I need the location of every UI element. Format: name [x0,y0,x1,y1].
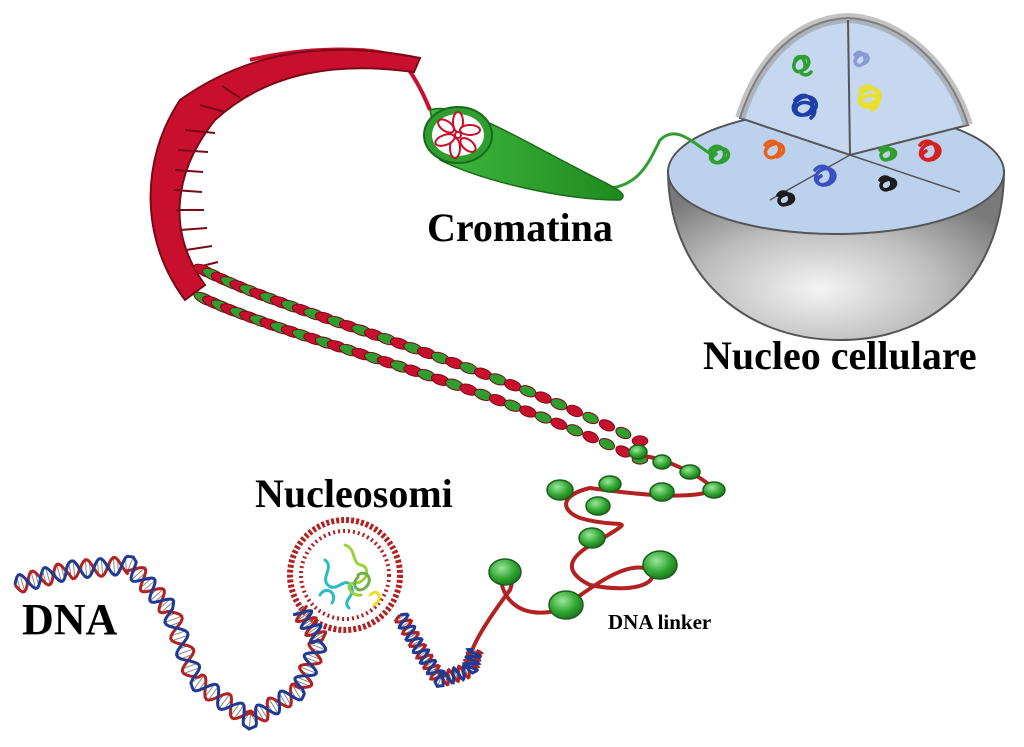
base-pair [296,610,312,622]
base-pair [84,559,88,578]
base-pair [208,686,219,701]
solenoid-disc [582,430,599,444]
solenoid-disc [615,426,632,440]
nucleus-cap-rim [735,12,973,127]
cell-nucleus [666,12,1006,342]
base-pair [141,579,156,593]
base-pair [182,662,198,670]
solenoid-fiber [193,263,649,465]
base-pair [255,706,265,722]
label-nucleosomi: Nucleosomi [255,471,453,516]
label-dna-linker: DNA linker [608,610,712,634]
base-pair [170,630,186,637]
label-cromatina: Cromatina [427,205,613,250]
base-pair [233,704,245,720]
base-pair [149,588,164,602]
base-pair [45,567,51,585]
nucleosome-detail [287,517,403,633]
base-pair [160,600,175,614]
base-pair [171,634,189,642]
label-dna: DNA [22,595,118,644]
base-pair [100,558,104,576]
base-pair [30,571,37,589]
base-pair [473,649,477,651]
dna-strand-b [397,612,483,689]
green-chromatin-fiber [423,106,713,201]
solenoid-disc [631,435,649,447]
base-pair [308,642,326,651]
base-pair [19,574,26,592]
nucleosome-beads [488,444,726,620]
nucleosome-string [468,444,726,661]
solenoid-disc [566,404,584,418]
base-pair [399,620,412,629]
solenoid-disc [582,411,599,425]
solenoid-disc [534,411,552,424]
solenoid-disc [598,437,616,451]
label-nucleo-cellulare: Nucleo cellulare [703,333,977,378]
base-pair [268,698,279,714]
base-pair [299,666,317,674]
red-fiber-coil [149,48,422,302]
base-pair [204,684,215,698]
base-pair [164,615,182,623]
base-pair [230,702,241,717]
base-pair [305,624,322,636]
base-pair [183,667,200,674]
flower-loops [434,111,481,159]
base-pair [72,560,76,579]
histone-core [318,543,381,610]
base-pair [258,704,269,720]
chromosome-territories [708,50,942,207]
dna-strand-a [13,555,327,723]
base-pair [294,679,311,687]
base-pair [291,684,302,700]
dna-double-helix [13,554,485,731]
solenoid-disc [550,397,568,411]
base-pair [176,648,194,656]
base-pair [131,567,145,581]
base-pair [56,564,62,582]
base-pair [282,690,292,706]
base-pair [218,693,231,709]
base-pair [112,557,116,576]
dna-strand-b [13,554,328,731]
base-pair [304,656,320,664]
solenoid-disc [566,424,584,437]
base-pair [192,675,205,691]
solenoid-disc [550,417,568,430]
red-chromatin-fiber [149,47,432,302]
base-pair [278,692,288,708]
solenoid-disc [598,419,616,432]
base-pair [296,676,312,684]
base-pair [305,653,321,661]
